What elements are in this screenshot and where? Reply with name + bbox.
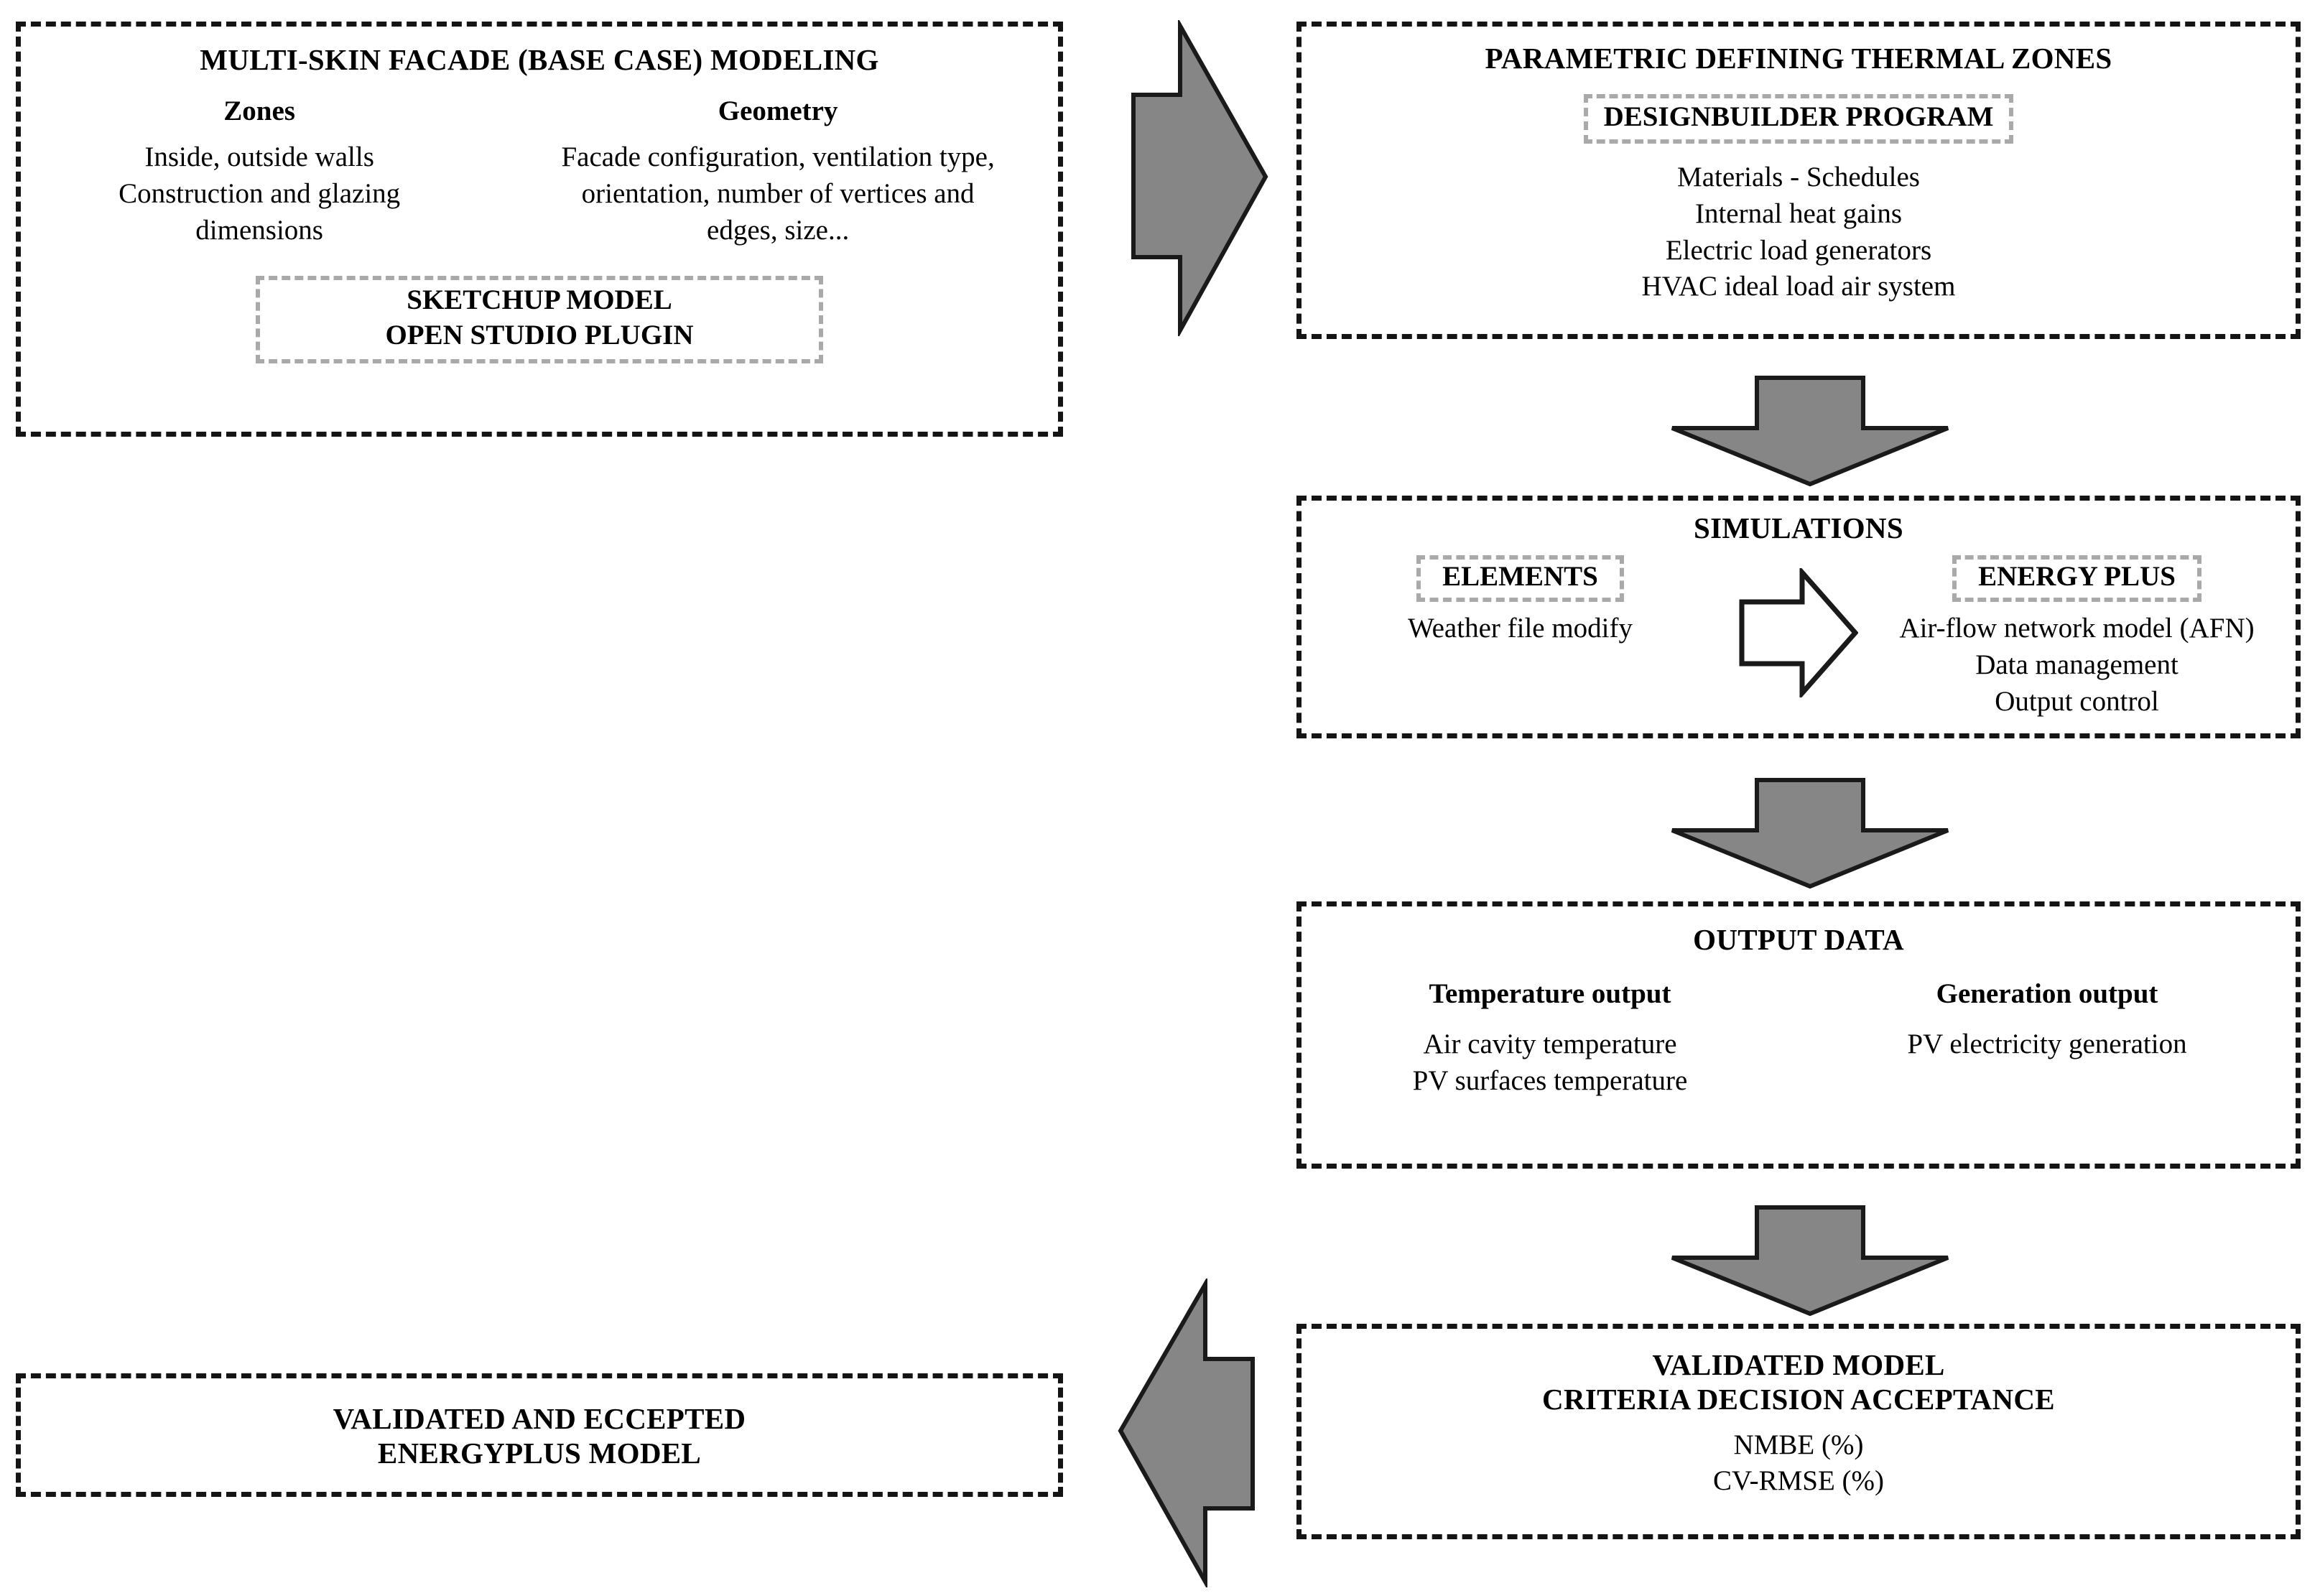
geometry-line-2: orientation, number of vertices and [581,177,975,209]
validated-model-metrics: NMBE (%) CV-RMSE (%) [1301,1427,2296,1500]
temperature-line-2: PV surfaces temperature [1412,1064,1688,1096]
box-output-data: OUTPUT DATA Temperature output Air cavit… [1296,901,2301,1169]
base-case-subbox-wrap: SKETCHUP MODEL OPEN STUDIO PLUGIN [21,276,1058,363]
parametric-line-3: Electric load generators [1665,234,1932,266]
arrow-down-2-icon [1666,776,1954,891]
zones-line-3: dimensions [195,214,323,246]
geometry-line-3: edges, size... [707,214,850,246]
energyplus-line-3: Output control [1995,685,2159,717]
box-parametric-thermal-zones: PARAMETRIC DEFINING THERMAL ZONES DESIGN… [1296,22,2301,339]
parametric-line-4: HVAC ideal load air system [1641,271,1956,302]
parametric-subbox-wrap: DESIGNBUILDER PROGRAM [1301,94,2296,144]
cvrmse-metric: CV-RMSE (%) [1713,1465,1884,1497]
zones-heading: Zones [223,96,295,127]
energyplus-line-1: Air-flow network model (AFN) [1899,613,2255,644]
geometry-heading: Geometry [718,96,838,127]
energy-plus-subbox: ENERGY PLUS [1952,555,2201,603]
validated-model-title-line-1: VALIDATED MODEL [1652,1348,1945,1381]
box-accepted-energyplus-model: VALIDATED AND ECCEPTED ENERGYPLUS MODEL [16,1373,1063,1497]
arrow-right-inner-icon [1739,566,1859,701]
sketchup-openstudio-subbox: SKETCHUP MODEL OPEN STUDIO PLUGIN [256,276,823,363]
validated-model-title-line-2: CRITERIA DECISION ACCEPTANCE [1542,1383,2055,1416]
parametric-title: PARAMETRIC DEFINING THERMAL ZONES [1485,42,2112,75]
arrow-right-top-icon [1120,20,1271,336]
temperature-output-heading: Temperature output [1429,978,1671,1010]
designbuilder-program-label: DESIGNBUILDER PROGRAM [1603,101,1994,133]
geometry-line-1: Facade configuration, ventilation type, [561,141,995,173]
elements-line-1: Weather file modify [1407,613,1633,644]
parametric-lines: Materials - Schedules Internal heat gain… [1301,159,2296,305]
nmbe-metric: NMBE (%) [1733,1429,1864,1460]
base-case-title: MULTI-SKIN FACADE (BASE CASE) MODELING [200,43,879,76]
arrow-down-3-icon [1666,1203,1954,1318]
open-studio-plugin-label: OPEN STUDIO PLUGIN [385,320,694,351]
box-validated-model-criteria: VALIDATED MODEL CRITERIA DECISION ACCEPT… [1296,1324,2301,1539]
base-case-column-geometry: Geometry Facade configuration, ventilati… [509,96,1048,249]
accepted-model-title-line-2: ENERGYPLUS MODEL [377,1437,702,1470]
arrow-down-1-icon [1666,374,1954,488]
designbuilder-program-subbox: DESIGNBUILDER PROGRAM [1583,94,2014,144]
output-column-temperature: Temperature output Air cavity temperatur… [1301,978,1799,1099]
temperature-line-1: Air cavity temperature [1423,1029,1677,1060]
arrow-left-bottom-icon [1115,1279,1266,1587]
output-data-columns: Temperature output Air cavity temperatur… [1301,978,2296,1099]
base-case-columns: Zones Inside, outside walls Construction… [21,96,1058,249]
sketchup-model-label: SKETCHUP MODEL [407,284,672,316]
energy-plus-label: ENERGY PLUS [1978,561,2176,593]
simulations-arrow-slot [1739,555,1859,701]
elements-label: ELEMENTS [1442,561,1598,593]
simulations-right: ENERGY PLUS Air-flow network model (AFN)… [1858,555,2296,720]
energyplus-line-2: Data management [1975,649,2179,680]
accepted-model-title-line-1: VALIDATED AND ECCEPTED [333,1402,746,1435]
generation-line-1: PV electricity generation [1907,1029,2187,1060]
output-data-title: OUTPUT DATA [1693,923,1904,956]
box-simulations: SIMULATIONS ELEMENTS Weather file modify… [1296,496,2301,738]
parametric-line-2: Internal heat gains [1694,198,1903,229]
zones-line-1: Inside, outside walls [144,141,374,173]
generation-output-heading: Generation output [1936,978,2158,1010]
output-column-generation: Generation output PV electricity generat… [1799,978,2296,1063]
simulations-columns: ELEMENTS Weather file modify ENERGY PLUS… [1301,555,2296,720]
simulations-title: SIMULATIONS [1694,511,1903,544]
box-base-case-modeling: MULTI-SKIN FACADE (BASE CASE) MODELING Z… [16,22,1063,437]
parametric-line-1: Materials - Schedules [1677,162,1920,193]
base-case-column-zones: Zones Inside, outside walls Construction… [31,96,487,249]
simulations-left: ELEMENTS Weather file modify [1301,555,1739,647]
zones-line-2: Construction and glazing [119,177,401,209]
elements-subbox: ELEMENTS [1416,555,1624,603]
